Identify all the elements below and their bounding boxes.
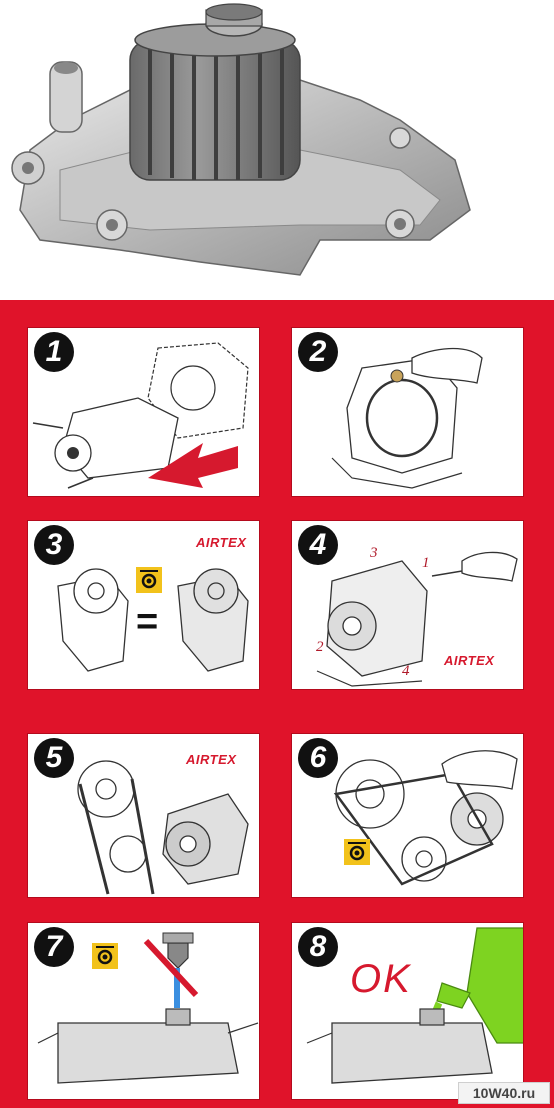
remove-arrow — [148, 443, 238, 488]
step-panel-2: 2 — [291, 327, 524, 497]
step-4-illustration — [316, 551, 518, 687]
brand-logo: AIRTEX — [444, 653, 495, 668]
ok-label: OK — [350, 957, 412, 1001]
step-number: 4 — [309, 528, 327, 561]
water-stream — [174, 968, 180, 1008]
torque-sequence-1: 1 — [422, 555, 430, 571]
water-pump-illustration — [11, 3, 471, 276]
step-1-illustration — [32, 342, 249, 489]
step-panel-1: 1 — [27, 327, 260, 497]
step-number: 2 — [309, 335, 327, 368]
step-number: 1 — [45, 335, 63, 368]
instruction-steps: 1 2 = AIRTEX 3 — [0, 300, 554, 1108]
step-8-illustration — [306, 927, 523, 1084]
step-number: 3 — [45, 528, 63, 561]
step-7-illustration — [37, 932, 259, 1084]
step-5-illustration — [77, 760, 249, 895]
brand-logo: AIRTEX — [186, 752, 237, 767]
hand-icon — [411, 347, 483, 384]
step-badge: 4 — [298, 525, 338, 565]
hand-icon — [461, 551, 518, 582]
step-panel-8: OK 8 — [291, 922, 524, 1100]
pump-sprocket — [129, 3, 301, 181]
step-badge: 3 — [34, 525, 74, 565]
torque-sequence-3: 3 — [370, 545, 378, 561]
coolant-reservoir — [57, 1022, 239, 1084]
step-3-illustration — [57, 567, 249, 672]
torque-sequence-4: 4 — [402, 663, 410, 679]
brand-logo: AIRTEX — [196, 535, 247, 550]
step-panel-6: 6 — [291, 733, 524, 898]
step-number: 5 — [45, 741, 63, 774]
step-number: 7 — [45, 930, 63, 963]
step-number: 6 — [309, 741, 327, 774]
prohibited-icon — [143, 938, 199, 998]
step-panel-4: 1 2 3 4 AIRTEX 4 — [291, 520, 524, 690]
step-badge: 8 — [298, 927, 338, 967]
product-photo — [0, 0, 554, 300]
coolant-bottle — [466, 927, 523, 1044]
hand-icon — [441, 750, 518, 790]
watermark: 10W40.ru — [458, 1082, 550, 1104]
step-badge: 6 — [298, 738, 338, 778]
step-panel-3: = AIRTEX 3 — [27, 520, 260, 690]
step-badge: 7 — [34, 927, 74, 967]
step-number: 8 — [309, 930, 327, 963]
step-badge: 1 — [34, 332, 74, 372]
step-panel-5: AIRTEX 5 — [27, 733, 260, 898]
coolant-reservoir — [331, 1022, 493, 1084]
step-6-illustration — [333, 750, 518, 886]
equals-sign: = — [136, 601, 159, 643]
torque-sequence-2: 2 — [316, 639, 324, 655]
step-2-illustration — [331, 347, 483, 489]
step-badge: 2 — [298, 332, 338, 372]
step-panel-7: 7 — [27, 922, 260, 1100]
step-badge: 5 — [34, 738, 74, 778]
